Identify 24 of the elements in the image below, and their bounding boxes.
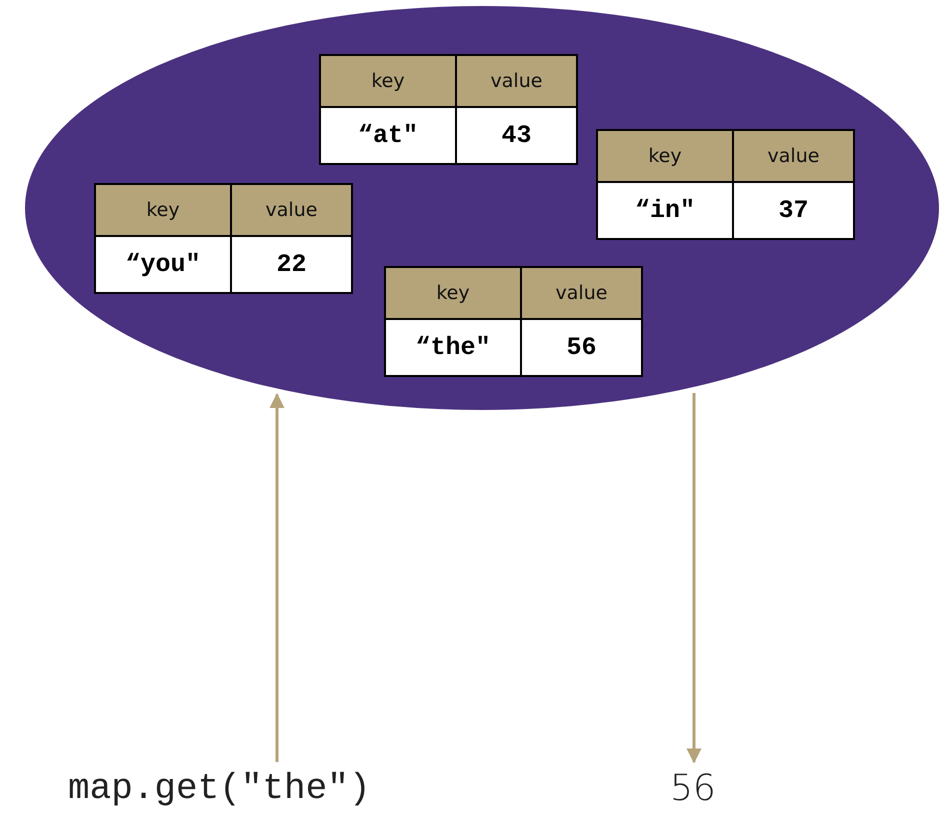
key-value-table bbox=[319, 54, 578, 165]
key-header: key bbox=[321, 56, 455, 106]
key-text: “the" bbox=[386, 320, 520, 375]
arrow bbox=[686, 392, 702, 764]
key-text: “you" bbox=[96, 237, 230, 292]
value-header: value bbox=[457, 56, 576, 106]
value-text: 22 bbox=[232, 237, 351, 292]
arrow bbox=[270, 393, 284, 762]
key-value-table bbox=[384, 266, 643, 377]
key-text: “at" bbox=[321, 108, 455, 163]
value-text: 37 bbox=[734, 183, 853, 238]
key-value-table bbox=[94, 183, 353, 294]
value-header: value bbox=[522, 268, 641, 318]
key-value-table bbox=[596, 129, 855, 240]
value-text: 56 bbox=[522, 320, 641, 375]
result-text: 56 bbox=[670, 768, 716, 809]
value-header: value bbox=[734, 131, 853, 181]
value-text: 43 bbox=[457, 108, 576, 163]
key-header: key bbox=[96, 185, 230, 235]
value-header: value bbox=[232, 185, 351, 235]
key-header: key bbox=[598, 131, 732, 181]
key-text: “in" bbox=[598, 183, 732, 238]
code-text: map.get("the") bbox=[68, 768, 370, 809]
key-header: key bbox=[386, 268, 520, 318]
